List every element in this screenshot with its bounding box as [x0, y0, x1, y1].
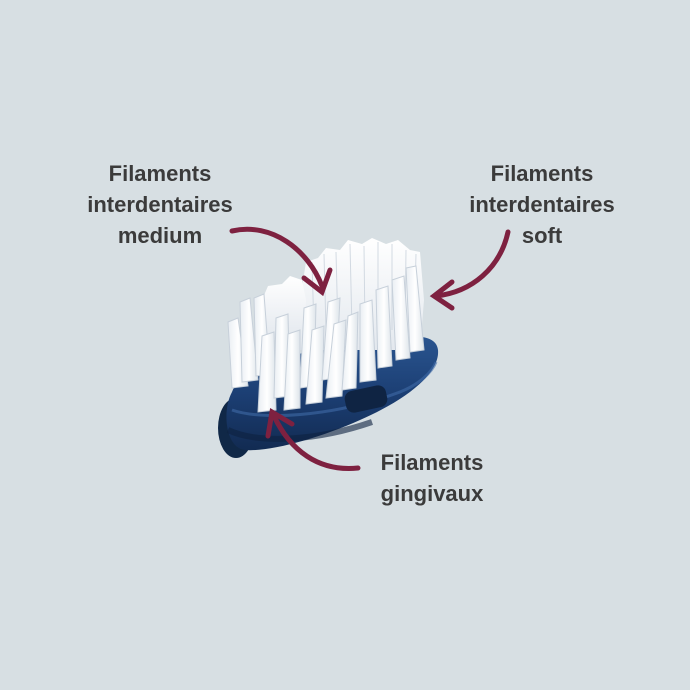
- label-gum-line2: gingivaux: [380, 481, 484, 506]
- label-gum-filaments: Filaments gingivaux: [362, 447, 502, 509]
- label-soft-line2: interdentaires: [469, 192, 615, 217]
- arrow-medium: [229, 226, 333, 297]
- label-medium-line3: medium: [117, 223, 203, 248]
- label-soft-line1: Filaments: [490, 161, 594, 186]
- label-gum-line1: Filaments: [380, 450, 484, 475]
- label-medium-line2: interdentaires: [87, 192, 233, 217]
- arrow-gum: [265, 407, 361, 471]
- label-soft-line3: soft: [521, 223, 563, 248]
- gum-tufts: [227, 265, 425, 413]
- arrow-soft: [429, 229, 511, 311]
- label-medium-filaments: Filaments interdentaires medium: [70, 158, 250, 251]
- label-soft-filaments: Filaments interdentaires soft: [452, 158, 632, 251]
- label-medium-line1: Filaments: [108, 161, 212, 186]
